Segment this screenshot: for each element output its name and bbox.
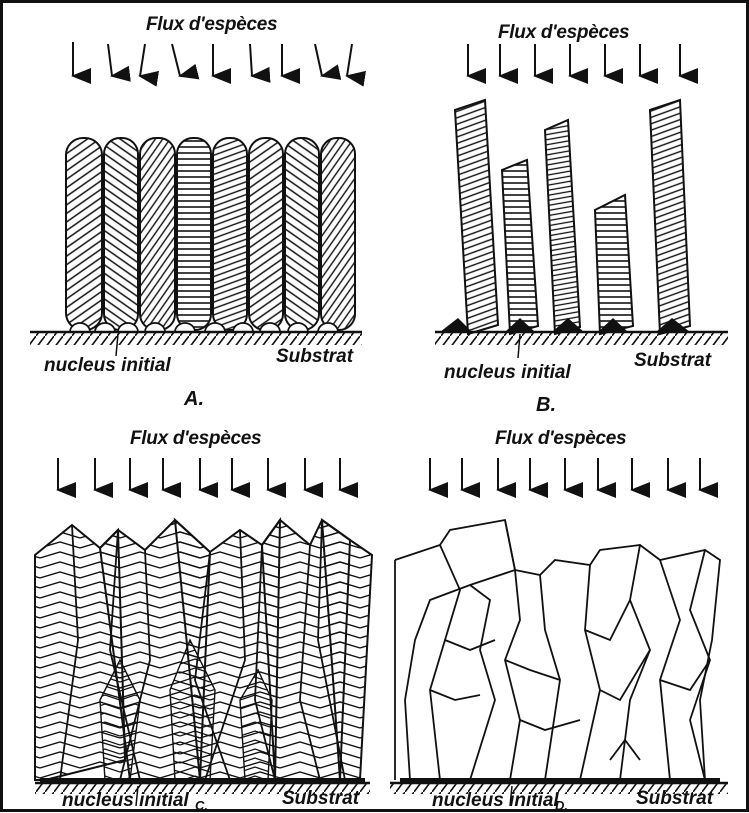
flux-label-d: Flux d'espèces xyxy=(495,428,626,450)
substrate-label-a: Substrat xyxy=(276,346,353,368)
columns-a xyxy=(66,138,355,330)
nucleus-label-c: nucleus initial xyxy=(62,790,189,812)
caption-d: D. xyxy=(555,800,568,812)
substrate-b xyxy=(435,332,728,345)
caption-c: C. xyxy=(195,800,208,812)
substrate-label-c: Substrat xyxy=(282,788,359,810)
nucleus-label-b: nucleus initial xyxy=(444,362,571,384)
caption-b: B. xyxy=(536,394,556,417)
substrate-label-d: Substrat xyxy=(636,788,713,810)
flux-label-b: Flux d'espèces xyxy=(498,22,629,44)
caption-a: A. xyxy=(184,388,204,411)
substrate-label-b: Substrat xyxy=(634,350,711,372)
flux-label-c: Flux d'espèces xyxy=(130,428,261,450)
flux-label-a: Flux d'espèces xyxy=(146,14,277,36)
substrate-a xyxy=(30,332,362,345)
nucleus-label-d: nucleus initial xyxy=(432,790,559,812)
nucleus-label-a: nucleus initial xyxy=(44,355,171,377)
